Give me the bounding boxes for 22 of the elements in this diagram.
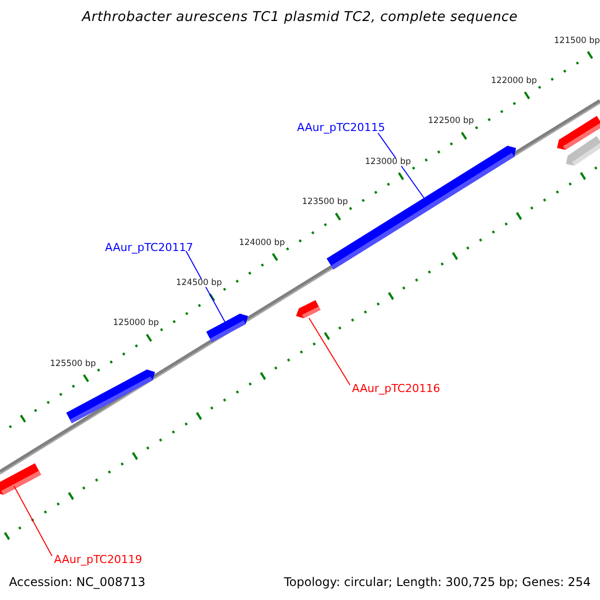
leader-line: [378, 132, 424, 198]
gene-label: AAur_pTC20119: [54, 554, 142, 565]
position-label: 124000 bp: [239, 238, 285, 247]
title: Arthrobacter aurescens TC1 plasmid TC2, complete sequence: [82, 11, 518, 24]
accession-text: Accession: NC_008713: [9, 576, 146, 588]
position-label: 122000 bp: [491, 76, 537, 86]
leader-line: [14, 486, 52, 556]
leader-line: [308, 318, 350, 386]
position-label: 125000 bp: [113, 319, 159, 328]
gene-arrow: [206, 314, 248, 342]
gene-arrow: [296, 300, 320, 318]
gene-arrow: [66, 370, 155, 424]
gene-label: AAur_pTC20115: [297, 122, 386, 133]
position-label: 123000 bp: [365, 158, 411, 166]
position-label: 123500 bp: [302, 198, 348, 207]
position-label: 121500 bp: [554, 36, 600, 45]
gene-label: AAur_pTC20116: [352, 383, 440, 394]
leader-line: [186, 250, 226, 322]
gene-label: AAur_pTC20117: [105, 242, 194, 253]
gene-arrow: [0, 463, 42, 495]
gene-arrow: [566, 136, 600, 166]
genome-info-text: Topology: circular; Length: 300,725 bp; Genes: 254: [284, 576, 591, 588]
